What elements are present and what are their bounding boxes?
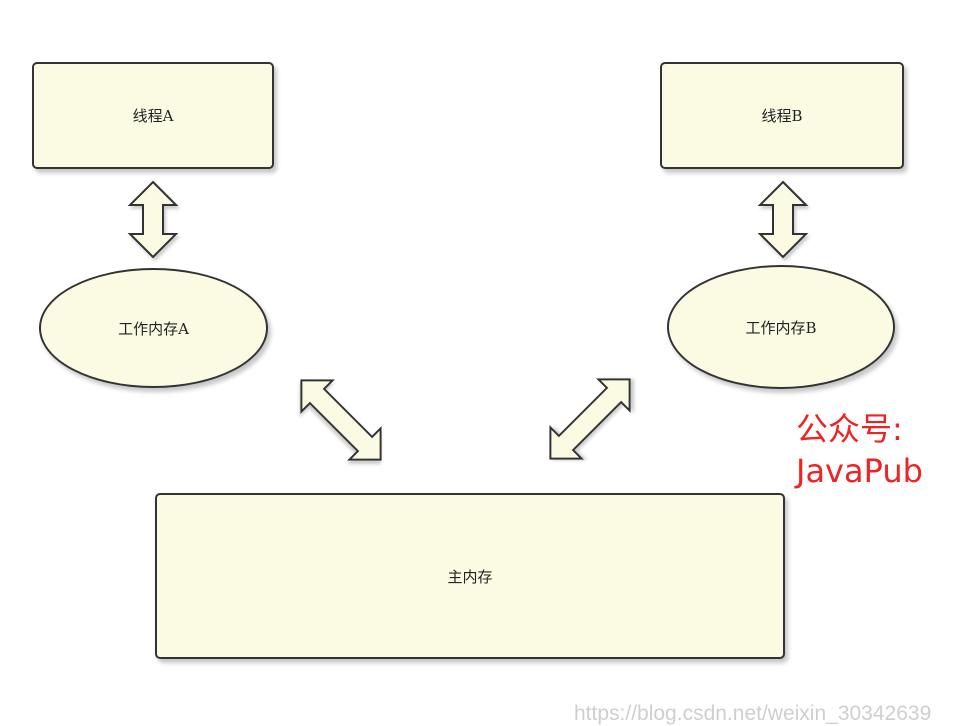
working-memory-b-node: 工作内存B <box>667 265 895 389</box>
double-arrow-a-main-icon <box>300 379 382 461</box>
double-arrow-a-icon <box>127 180 179 259</box>
working-memory-a-label: 工作内存A <box>118 319 189 338</box>
thread-a-label: 线程A <box>132 107 174 125</box>
watermark-line1: 公众号: <box>796 410 903 448</box>
watermark: 公众号: JavaPub <box>796 408 960 492</box>
thread-a-node: 线程A <box>32 62 274 169</box>
main-memory-label: 主内存 <box>447 567 493 586</box>
working-memory-b-label: 工作内存B <box>745 318 817 337</box>
thread-b-label: 线程B <box>761 107 803 125</box>
thread-b-node: 线程B <box>660 62 904 169</box>
double-arrow-b-icon <box>757 180 809 259</box>
watermark-line2: JavaPub <box>796 452 923 490</box>
footer-url: https://blog.csdn.net/weixin_30342639 <box>574 702 932 725</box>
working-memory-a-node: 工作内存A <box>39 268 268 388</box>
main-memory-node: 主内存 <box>155 493 785 659</box>
double-arrow-b-main-icon <box>549 378 631 460</box>
